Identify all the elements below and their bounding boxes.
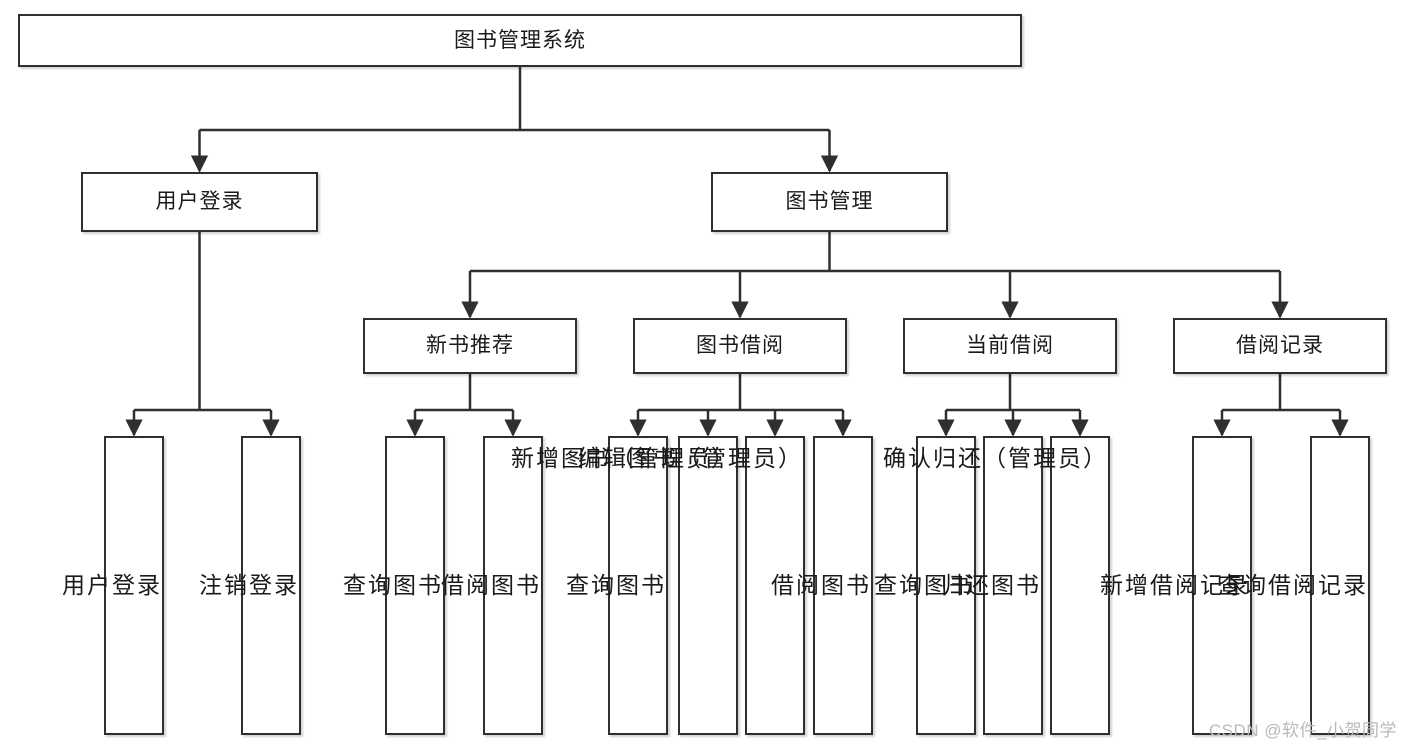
node-label: 查询借阅记录 [1218,572,1368,599]
node-leaf-return-book[interactable]: 归还图书 [941,436,1043,735]
node-new-book-rec[interactable]: 新书推荐 [363,318,577,374]
node-leaf-edit-book[interactable]: 编辑图书（管理员） [578,436,805,735]
node-borrow-records[interactable]: 借阅记录 [1173,318,1387,374]
node-leaf-add-book[interactable]: 新增图书（管理员） [511,436,738,735]
node-leaf-user-login[interactable]: 用户登录 [62,436,164,735]
node-label: 借阅图书 [771,572,871,599]
node-user-login[interactable]: 用户登录 [81,172,318,232]
node-label: 图书管理 [785,190,874,214]
node-leaf-confirm-return[interactable]: 确认归还（管理员） [883,436,1110,735]
node-label: 图书借阅 [696,334,784,358]
node-book-manage[interactable]: 图书管理 [711,172,948,232]
node-label: 新书推荐 [426,334,514,358]
node-label: 图书管理系统 [454,28,586,52]
node-label: 用户登录 [62,572,162,599]
node-book-borrow[interactable]: 图书借阅 [633,318,847,374]
node-label: 借阅图书 [441,572,541,599]
node-leaf-borrow-book-1[interactable]: 借阅图书 [441,436,543,735]
node-leaf-borrow-book-2[interactable]: 借阅图书 [771,436,873,735]
node-label: 查询图书 [343,572,443,599]
node-leaf-query-book-2[interactable]: 查询图书 [566,436,668,735]
node-leaf-add-record[interactable]: 新增借阅记录 [1100,436,1252,735]
node-label: 归还图书 [941,572,1041,599]
node-label: 用户登录 [155,190,244,214]
node-root[interactable]: 图书管理系统 [18,14,1022,67]
node-label: 新增图书（管理员） [511,445,736,471]
node-leaf-query-book-1[interactable]: 查询图书 [343,436,445,735]
node-label: 确认归还（管理员） [883,445,1108,471]
node-leaf-query-record[interactable]: 查询借阅记录 [1218,436,1370,735]
node-label: 查询图书 [874,572,974,599]
node-label: 查询图书 [566,572,666,599]
node-current-borrow[interactable]: 当前借阅 [903,318,1117,374]
node-label: 新增借阅记录 [1100,572,1250,599]
node-label: 借阅记录 [1236,334,1324,358]
node-leaf-logout[interactable]: 注销登录 [199,436,301,735]
node-leaf-query-book-3[interactable]: 查询图书 [874,436,976,735]
csdn-watermark: CSDN @软件_小贺同学 [1208,721,1397,740]
node-label: 编辑图书（管理员） [578,445,803,471]
node-label: 注销登录 [199,572,299,599]
node-label: 当前借阅 [966,334,1054,358]
